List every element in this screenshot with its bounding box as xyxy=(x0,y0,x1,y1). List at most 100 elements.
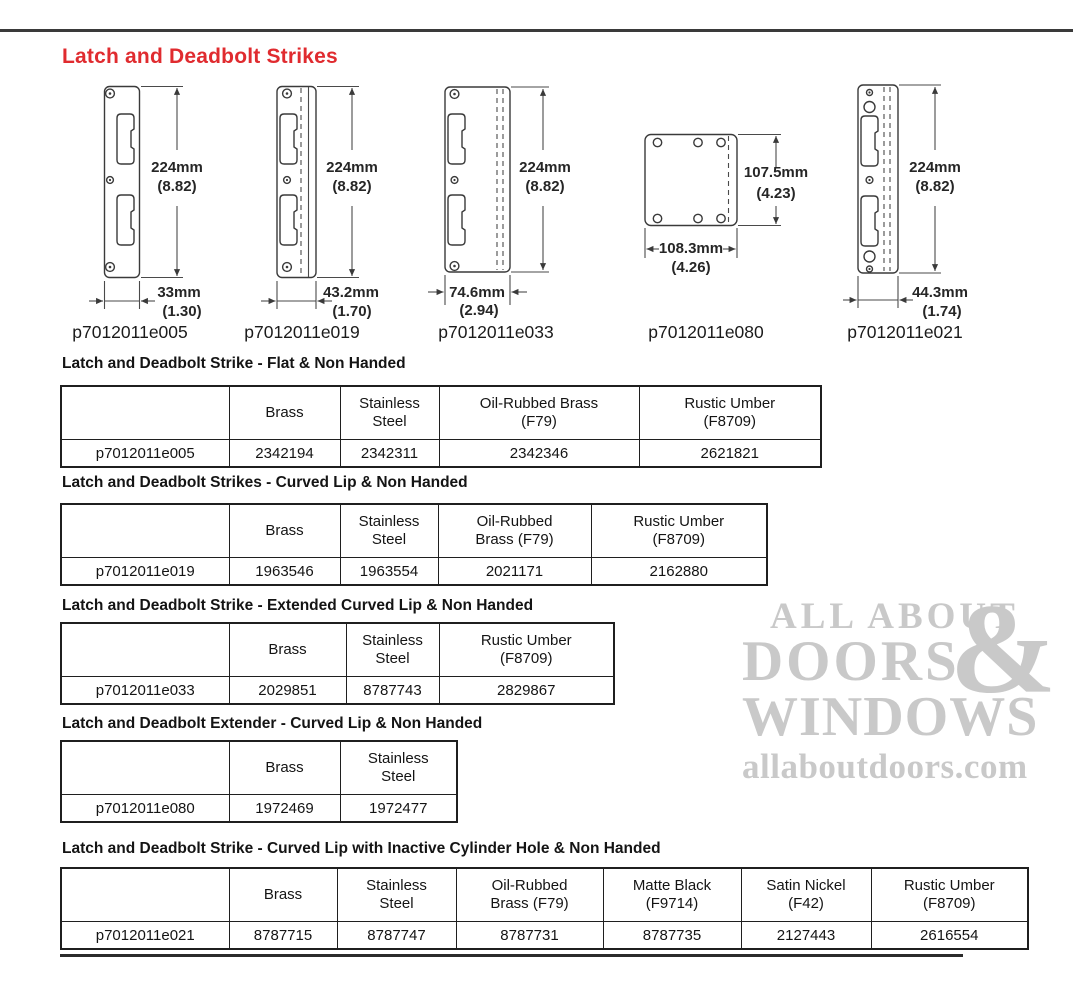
width-dimension: 74.6mm (2.94) xyxy=(428,275,527,319)
screw-holes xyxy=(449,88,460,272)
part-code-cell: 1963554 xyxy=(339,557,439,586)
cylinder-hole xyxy=(863,100,876,114)
width-dim-label: 44.3mm xyxy=(912,284,968,301)
section-heading-flat: Latch and Deadbolt Strike - Flat & Non H… xyxy=(62,355,406,372)
extension-line xyxy=(276,281,317,309)
latch-cutouts xyxy=(279,113,298,246)
width-dimension: 33mm (1.30) xyxy=(89,281,202,320)
extension-line xyxy=(511,86,549,273)
column-header: Oil-Rubbed Brass (F79) xyxy=(455,867,604,922)
part-code-cell: 2829867 xyxy=(438,676,615,705)
column-header: Stainless Steel xyxy=(336,867,457,922)
column-header xyxy=(60,503,230,558)
column-header xyxy=(60,740,230,795)
section-heading-curved-lip: Latch and Deadbolt Strikes - Curved Lip … xyxy=(62,474,468,491)
part-code-cell: 1963546 xyxy=(228,557,341,586)
part-number-label: p7012011e005 xyxy=(72,322,188,342)
part-code-cell: 2127443 xyxy=(740,921,872,950)
width-dim-label: 74.6mm xyxy=(449,284,505,301)
part-code-cell: 2162880 xyxy=(590,557,768,586)
extension-line xyxy=(141,85,183,279)
section-heading-extender: Latch and Deadbolt Extender - Curved Lip… xyxy=(62,715,483,732)
extension-line xyxy=(317,85,359,279)
extension-line xyxy=(899,84,941,274)
part-code-cell: 1972477 xyxy=(339,794,458,823)
height-dimension: 107.5mm (4.23) xyxy=(738,133,808,227)
extension-line xyxy=(644,228,738,258)
column-header: Brass xyxy=(228,867,338,922)
extension-line xyxy=(738,133,781,227)
part-number-label: p7012011e021 xyxy=(847,322,963,342)
latch-cutouts xyxy=(860,115,879,247)
column-header: Brass xyxy=(228,503,341,558)
part-code-cell: 8787747 xyxy=(336,921,457,950)
column-header: Brass xyxy=(228,740,341,795)
plate-outline xyxy=(857,84,899,274)
screw-holes xyxy=(652,137,726,224)
extension-line xyxy=(444,275,511,305)
width-dim-inches: (1.74) xyxy=(922,303,961,320)
watermark-line-1: ALL ABOUT xyxy=(770,596,1019,637)
screw-holes xyxy=(104,88,116,273)
column-header: Rustic Umber (F8709) xyxy=(590,503,768,558)
part-number-cell: p7012011e005 xyxy=(60,439,230,468)
part-code-cell: 8787735 xyxy=(602,921,742,950)
diagram-e021: 224mm (8.82) 44.3mm (1.74) p7012011e021 xyxy=(843,84,968,342)
column-header: Stainless Steel xyxy=(339,385,440,440)
page-title: Latch and Deadbolt Strikes xyxy=(62,45,338,68)
width-dimension: 44.3mm (1.74) xyxy=(843,276,968,320)
cylinder-hole xyxy=(863,250,876,263)
width-dimension: 43.2mm (1.70) xyxy=(261,281,379,320)
watermark-line-3: WINDOWS xyxy=(742,686,1039,749)
height-dim-label: 107.5mm xyxy=(744,164,808,181)
part-code-cell: 8787715 xyxy=(228,921,338,950)
watermark-doors-text: DOORS xyxy=(742,630,960,693)
column-header: Stainless Steel xyxy=(339,503,439,558)
part-code-cell: 2621821 xyxy=(638,439,822,468)
watermark: ALL ABOUT DOORS& WINDOWS allaboutdoors.c… xyxy=(742,585,1056,788)
column-header: Matte Black (F9714) xyxy=(602,867,742,922)
part-number-label: p7012011e019 xyxy=(244,322,360,342)
height-dim-label: 224mm xyxy=(151,159,203,176)
plate-outline xyxy=(276,85,317,279)
bottom-rule xyxy=(60,954,963,957)
plate-outline xyxy=(103,85,141,279)
column-header: Oil-Rubbed Brass (F79) xyxy=(438,385,640,440)
height-dimension: 224mm (8.82) xyxy=(899,84,961,274)
width-dim-label: 108.3mm xyxy=(659,240,723,257)
column-header: Rustic Umber (F8709) xyxy=(870,867,1029,922)
part-number-cell: p7012011e019 xyxy=(60,557,230,586)
plate-outline xyxy=(444,86,511,273)
section-heading-cylinder-hole: Latch and Deadbolt Strike - Curved Lip w… xyxy=(62,840,661,857)
column-header: Rustic Umber (F8709) xyxy=(638,385,822,440)
column-header: Oil-Rubbed Brass (F79) xyxy=(437,503,592,558)
width-dim-inches: (1.70) xyxy=(332,303,371,320)
height-dimension: 224mm (8.82) xyxy=(317,85,378,279)
part-code-cell: 2029851 xyxy=(228,676,347,705)
extension-line xyxy=(103,281,141,309)
height-dimension: 224mm (8.82) xyxy=(511,86,571,273)
diagram-e080: 107.5mm (4.23) 108.3mm (4.26) p7012011e0… xyxy=(644,133,808,342)
screw-holes xyxy=(281,88,293,273)
height-dim-inches: (4.23) xyxy=(756,185,795,202)
watermark-line-2: DOORS& xyxy=(742,585,1056,713)
column-header: Rustic Umber (F8709) xyxy=(438,622,615,677)
column-header: Brass xyxy=(228,385,341,440)
diagram-e033: 224mm (8.82) 74.6mm (2.94) p7012011e033 xyxy=(428,86,571,342)
column-header: Stainless Steel xyxy=(339,740,458,795)
part-code-cell: 1972469 xyxy=(228,794,341,823)
watermark-url: allaboutdoors.com xyxy=(742,747,1028,787)
part-code-cell: 2616554 xyxy=(870,921,1029,950)
part-number-cell: p7012011e080 xyxy=(60,794,230,823)
width-dimension: 108.3mm (4.26) xyxy=(644,228,738,276)
height-dim-inches: (8.82) xyxy=(332,178,371,195)
part-code-cell: 2342194 xyxy=(228,439,341,468)
